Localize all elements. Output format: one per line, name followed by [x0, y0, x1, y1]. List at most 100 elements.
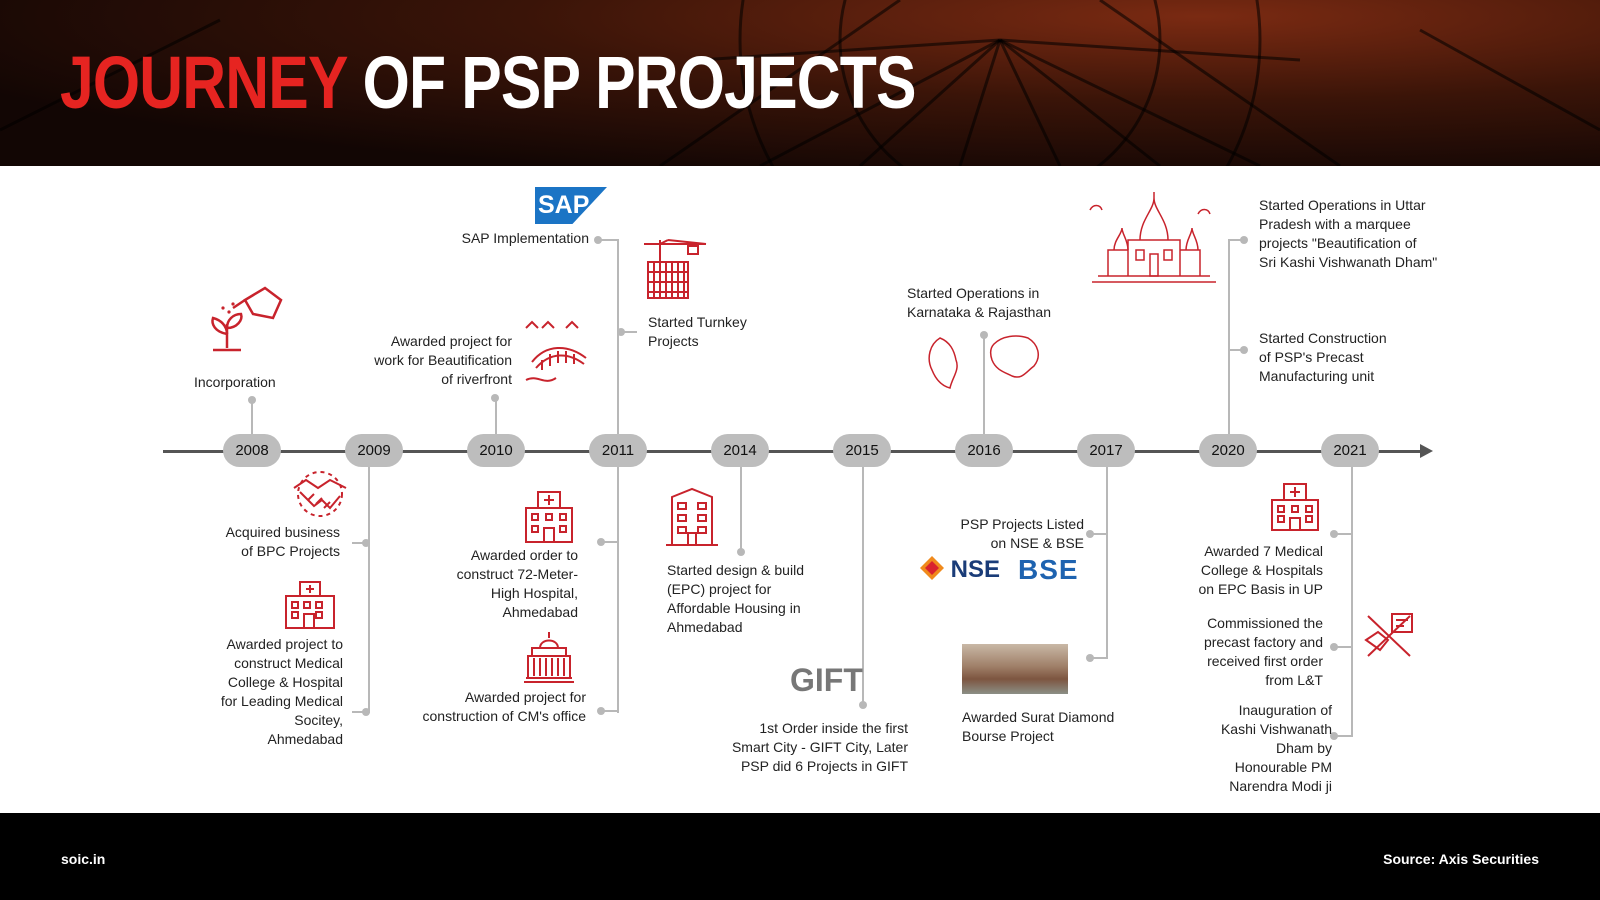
nse-mark-icon [920, 556, 944, 580]
connector-dot [1330, 732, 1338, 740]
connector-dot [1086, 530, 1094, 538]
title-rest: OF PSP PROJECTS [362, 41, 917, 124]
event-line: Awarded Surat Diamond [962, 709, 1115, 725]
event-cm-office: Awarded project for construction of CM's… [400, 688, 586, 726]
event-line: Projects [648, 333, 699, 349]
event-line: Pradesh with a marquee [1259, 216, 1411, 232]
event-line: PSP did 6 Projects in GIFT [740, 758, 908, 774]
hospital-icon [285, 581, 335, 629]
connector-2008 [251, 400, 253, 434]
connector-2020 [1228, 240, 1230, 434]
connector-2014 [740, 467, 742, 552]
kashi-temple-icon [1089, 192, 1216, 283]
event-epc-housing: Started design & build (EPC) project for… [667, 561, 804, 637]
connector-branch [1228, 349, 1244, 351]
event-7-medical-colleges: Awarded 7 Medical College & Hospitals on… [1180, 542, 1324, 599]
event-line: Inauguration of [1238, 702, 1332, 718]
event-line: projects "Beautification of [1259, 235, 1417, 251]
event-medical-college-2009: Awarded project to construct Medical Col… [200, 635, 343, 749]
event-precast-factory: Commissioned the precast factory and rec… [1180, 614, 1323, 690]
connector-2009 [368, 467, 370, 713]
connector-2011-up [617, 239, 619, 434]
event-line: Honourable PM [1234, 759, 1332, 775]
connector-branch [1090, 657, 1106, 659]
event-line: Narendra Modi ji [1229, 778, 1332, 794]
event-line: Awarded order to [470, 547, 578, 563]
page-title: JOURNEY OF PSP PROJECTS [60, 40, 916, 125]
connector-branch [600, 710, 617, 712]
crane-building-icon [644, 239, 707, 299]
event-line: PSP Projects Listed [960, 516, 1084, 532]
event-line: Smart City - GIFT City, Later [731, 739, 908, 755]
event-riverfront: Awarded project for work for Beautificat… [352, 332, 512, 389]
event-line: precast factory and [1203, 634, 1323, 650]
event-line: Dham by [1275, 740, 1332, 756]
event-karnataka-rajasthan: Started Operations in Karnataka & Rajast… [907, 284, 1051, 322]
event-line: Manufacturing unit [1259, 368, 1375, 384]
connector-dot [248, 396, 256, 404]
event-line: Socitey, [294, 712, 343, 728]
year-2020: 2020 [1199, 434, 1257, 467]
event-line: Kashi Vishwanath [1220, 721, 1332, 737]
event-sap-implementation: SAP Implementation [461, 230, 589, 246]
connector-branch [1333, 735, 1351, 737]
government-building-icon [524, 632, 574, 683]
event-line: (EPC) project for [667, 581, 772, 597]
event-surat-diamond-bourse: Awarded Surat Diamond Bourse Project [962, 708, 1114, 746]
connector-branch [617, 331, 637, 333]
connector-dot [597, 707, 605, 715]
year-2009: 2009 [345, 434, 403, 467]
year-2014: 2014 [711, 434, 769, 467]
surat-diamond-bourse-photo [962, 644, 1068, 694]
state-map-icon [928, 335, 1039, 389]
event-line: Started Construction [1259, 330, 1387, 346]
event-line: Ahmedabad [502, 604, 578, 620]
event-line: Started design & build [667, 562, 804, 578]
timeline-panel [0, 166, 1600, 813]
footer-source: Source: Axis Securities [1383, 851, 1539, 867]
year-2021: 2021 [1321, 434, 1379, 467]
timeline-arrow-icon [1420, 444, 1433, 458]
event-line: from L&T [1265, 672, 1323, 688]
event-line: of riverfront [441, 371, 512, 387]
connector-branch [352, 542, 368, 544]
connector-dot [362, 708, 370, 716]
connector-dot [859, 701, 867, 709]
gift-city-logo: GIFT [790, 662, 863, 698]
event-line: of BPC Projects [241, 543, 340, 559]
connector-2021 [1351, 467, 1353, 737]
footer-site: soic.in [61, 851, 106, 867]
event-line: construction of CM's office [422, 708, 586, 724]
event-line: construct Medical [234, 655, 343, 671]
event-line: on EPC Basis in UP [1198, 581, 1324, 597]
connector-dot [1240, 346, 1248, 354]
event-line: Started Operations in Uttar [1259, 197, 1426, 213]
connector-2017 [1106, 467, 1108, 659]
event-precast-unit: Started Construction of PSP's Precast Ma… [1259, 329, 1387, 386]
connector-2011-down [617, 467, 619, 713]
event-line: Commissioned the [1207, 615, 1323, 631]
event-nse-bse-listing: PSP Projects Listed on NSE & BSE [940, 515, 1084, 553]
connector-branch [1228, 239, 1244, 241]
event-line: Bourse Project [962, 728, 1054, 744]
year-2011: 2011 [589, 434, 647, 467]
event-72m-hospital: Awarded order to construct 72-Meter- Hig… [430, 546, 578, 622]
ferris-wheel-background [0, 0, 1600, 166]
bse-logo: BSE [1018, 554, 1079, 585]
event-line: Awarded 7 Medical [1204, 543, 1323, 559]
connector-branch [597, 239, 617, 241]
connector-dot [362, 539, 370, 547]
connector-branch [1333, 533, 1351, 535]
event-uttar-pradesh: Started Operations in Uttar Pradesh with… [1259, 196, 1437, 272]
watering-can-plant-icon [211, 286, 283, 352]
event-line: Ahmedabad [267, 731, 343, 747]
connector-dot [980, 331, 988, 339]
hospital-icon [1271, 483, 1319, 531]
event-line: for Leading Medical [220, 693, 343, 709]
connector-dot [617, 328, 625, 336]
apartment-building-icon [666, 487, 718, 546]
connector-dot [491, 394, 499, 402]
connector-2015 [862, 467, 864, 705]
connector-branch [1333, 646, 1351, 648]
factory-order-handshake-icon [1364, 613, 1413, 657]
